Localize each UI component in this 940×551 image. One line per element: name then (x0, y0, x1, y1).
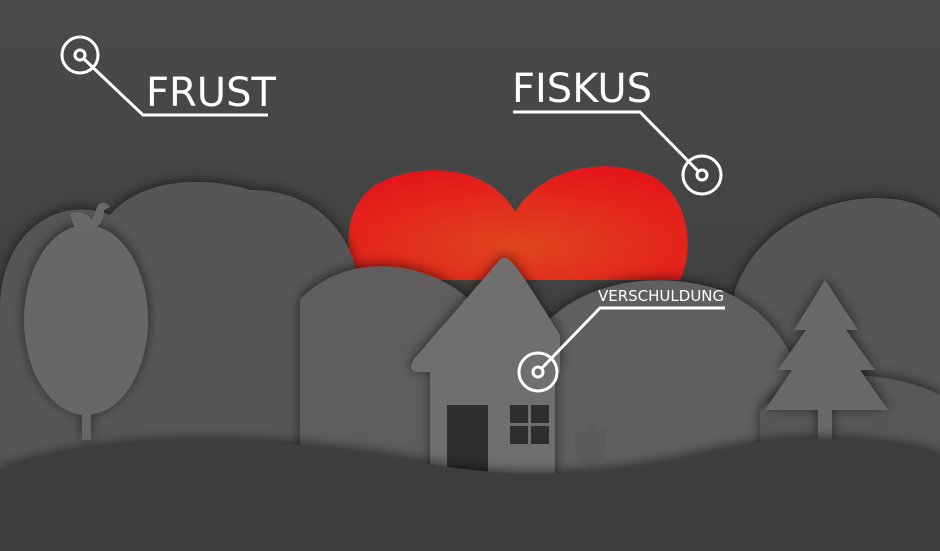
round-tree (24, 225, 148, 440)
bird-icon (70, 202, 110, 232)
verschuldung-callout (517, 306, 725, 393)
heart-shape (348, 166, 688, 280)
label-frust: FRUST (146, 70, 276, 116)
label-fiskus: FISKUS (512, 66, 652, 112)
frust-target-icon (60, 35, 100, 75)
foreground-ground (0, 439, 940, 551)
tulip-icon (575, 420, 605, 480)
house-window (510, 405, 549, 444)
pine-tree (765, 280, 888, 440)
fiskus-target-icon (681, 154, 723, 196)
verschuldung-target-icon (517, 351, 559, 393)
frust-callout (60, 35, 268, 117)
label-verschuldung: VERSCHULDUNG (598, 287, 724, 305)
fiskus-callout (513, 110, 723, 196)
